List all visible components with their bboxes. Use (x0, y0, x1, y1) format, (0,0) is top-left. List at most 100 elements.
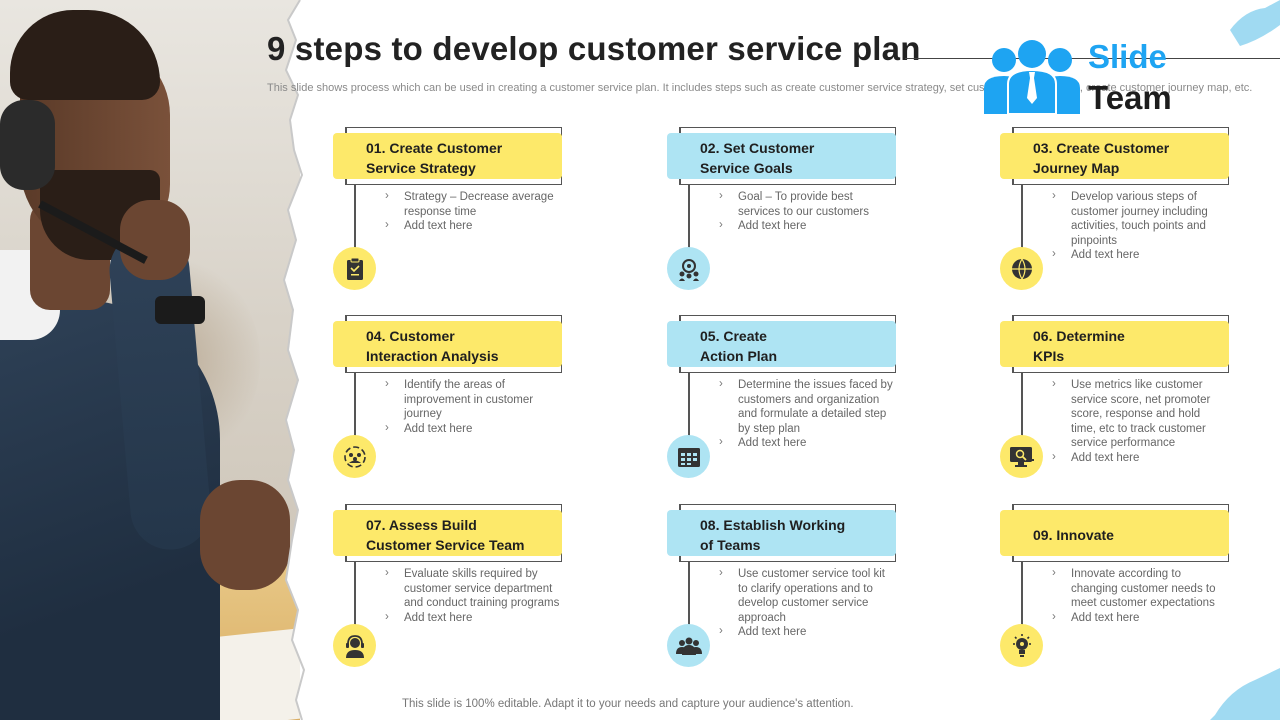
step-bullet: Add text here (719, 435, 894, 451)
step-bullet: Add text here (1052, 247, 1227, 263)
step-number: 07. (366, 517, 386, 533)
step-connector-line (1021, 185, 1023, 249)
page-title: 9 steps to develop customer service plan (267, 30, 921, 67)
step-title-line1: Innovate (1056, 527, 1114, 543)
step-title-line2: Service Strategy (366, 160, 476, 176)
step-bracket (679, 504, 896, 562)
step-bracket (1012, 127, 1229, 185)
torn-paper-edge (282, 0, 328, 720)
step-bracket (679, 127, 896, 185)
step-title-line1: Customer (389, 328, 455, 344)
step-connector-line (1021, 562, 1023, 626)
step-bracket (679, 315, 896, 373)
step-title-line1: Create (723, 328, 767, 344)
interaction-cycle-icon (333, 435, 376, 478)
title-divider (905, 58, 1280, 59)
step-bullet: Determine the issues faced by customers … (719, 377, 894, 436)
step-bullet-list: Identify the areas of improvement in cus… (385, 377, 560, 437)
step-bullet: Add text here (385, 218, 560, 234)
step-title-line1: Determine (1056, 328, 1125, 344)
step-bullet-list: Innovate according to changing customer … (1052, 566, 1227, 626)
step-bracket (345, 504, 562, 562)
step-bracket (345, 127, 562, 185)
clipboard-icon (333, 247, 376, 290)
step-bullet-list: Determine the issues faced by customers … (719, 377, 894, 451)
goal-team-icon (667, 247, 710, 290)
step-title-line2: Action Plan (700, 348, 778, 364)
step-bullet-list: Goal – To provide best services to our c… (719, 189, 894, 234)
step-connector-line (688, 562, 690, 626)
step-bullet-list: Evaluate skills required by customer ser… (385, 566, 560, 625)
step-bullet: Identify the areas of improvement in cus… (385, 377, 560, 422)
step-bullet: Add text here (1052, 610, 1227, 626)
step-bullet: Develop various steps of customer journe… (1052, 189, 1227, 248)
step-title-line2: of Teams (700, 537, 761, 553)
step-title-line2: Interaction Analysis (366, 348, 499, 364)
step-title-line2: KPIs (1033, 348, 1065, 364)
step-connector-line (688, 185, 690, 249)
step-bracket (1012, 315, 1229, 373)
step-number: 06. (1033, 328, 1053, 344)
step-number: 09. (1033, 527, 1053, 543)
headset-agent-icon (333, 624, 376, 667)
step-title-line1: Create Customer (389, 140, 503, 156)
people-logo-icon (984, 40, 1080, 114)
step-connector-line (1021, 373, 1023, 437)
step-bullet: Innovate according to changing customer … (1052, 566, 1227, 611)
calendar-grid-icon (667, 435, 710, 478)
logo-team-text: Team (1088, 79, 1172, 116)
step-number: 08. (700, 517, 720, 533)
step-bullet: Use metrics like customer service score,… (1052, 377, 1227, 451)
team-group-icon (667, 624, 710, 667)
step-bullet: Use customer service tool kit to clarify… (719, 566, 894, 625)
step-number: 01. (366, 140, 386, 156)
step-bracket (1012, 504, 1229, 562)
step-connector-line (354, 185, 356, 249)
step-header: 09. Innovate (1000, 510, 1229, 556)
step-bullet: Add text here (719, 218, 894, 234)
step-title-line1: Set Customer (723, 140, 815, 156)
step-bullet-list: Use customer service tool kit to clarify… (719, 566, 894, 640)
step-connector-line (354, 562, 356, 626)
footer-note: This slide is 100% editable. Adapt it to… (402, 698, 854, 710)
step-bullet-list: Use metrics like customer service score,… (1052, 377, 1227, 465)
step-title-line1: Create Customer (1056, 140, 1170, 156)
step-bullet: Add text here (719, 624, 894, 640)
step-number: 02. (700, 140, 720, 156)
monitor-search-icon (1000, 435, 1043, 478)
step-title-line2: Service Goals (700, 160, 793, 176)
step-connector-line (688, 373, 690, 437)
step-bullet: Add text here (385, 421, 560, 437)
blue-brush-decoration (1230, 0, 1280, 46)
step-bullet-list: Develop various steps of customer journe… (1052, 189, 1227, 263)
innovation-bulb-icon (1000, 624, 1043, 667)
step-connector-line (354, 373, 356, 437)
blue-brush-decoration (1210, 668, 1280, 720)
step-number: 03. (1033, 140, 1053, 156)
slideteam-logo: Slide Team (982, 36, 1182, 116)
step-title-line1: Establish Working (723, 517, 846, 533)
step-bracket (345, 315, 562, 373)
step-card-9: 09. Innovate Innovate according to chang… (1000, 504, 1280, 680)
step-bullet: Goal – To provide best services to our c… (719, 189, 894, 219)
step-number: 04. (366, 328, 386, 344)
step-bullet: Strategy – Decrease average response tim… (385, 189, 560, 219)
logo-slide-text: Slide (1088, 38, 1167, 75)
step-bullet: Evaluate skills required by customer ser… (385, 566, 560, 611)
step-number: 05. (700, 328, 720, 344)
step-card-8: 08. Establish Working of Teams Use custom… (667, 504, 967, 680)
